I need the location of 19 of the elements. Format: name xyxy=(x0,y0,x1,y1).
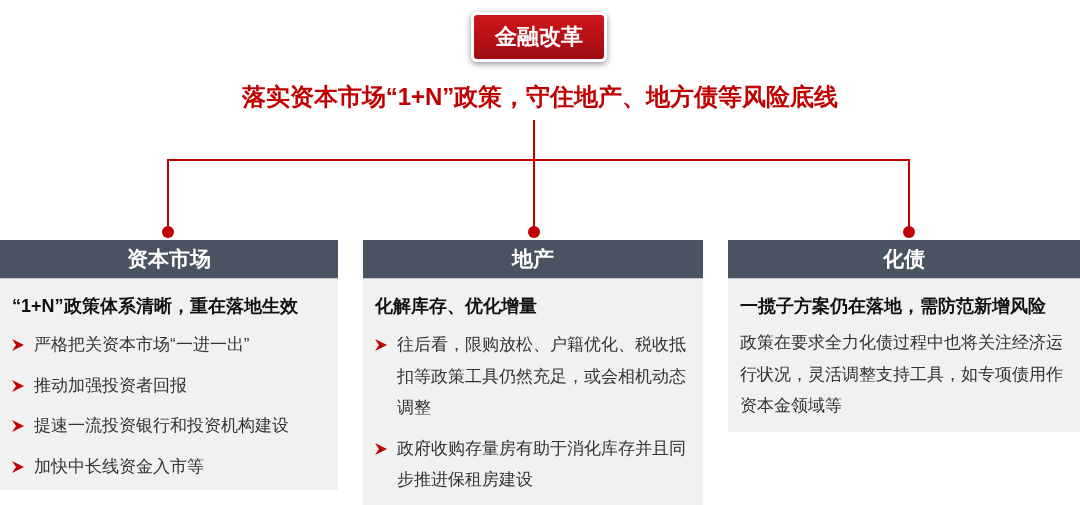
header-band: 地产 xyxy=(363,240,703,279)
header-band: 化债 xyxy=(728,240,1080,279)
category-card xyxy=(728,240,1080,432)
subtitle-text: 落实资本市场“1+N”政策，守住地产、地方债等风险底线 xyxy=(140,80,940,120)
connector-line xyxy=(533,119,915,238)
category-card xyxy=(0,240,338,490)
bullet-text: 政府收购存量房有助于消化库存并且同步推进保租房建设 xyxy=(397,432,693,496)
header-band: 资本市场 xyxy=(0,240,338,279)
bullet-text: 严格把关资本市场“一进一出” xyxy=(34,329,328,361)
bullet-text: 往后看，限购放松、户籍优化、税收抵扣等政策工具仍然充足，或会相机动态调整 xyxy=(397,329,693,424)
subheading: “1+N”政策体系清晰，重在落地生效 xyxy=(12,295,299,318)
title-badge: 金融改革 xyxy=(471,12,607,62)
bullet-text: 推动加强投资者回报 xyxy=(34,369,328,401)
subheading: 化解库存、优化增量 xyxy=(375,295,538,318)
subheading: 一揽子方案仍在落地，需防范新增风险 xyxy=(740,295,1047,318)
bullet-text: 加快中长线资金入市等 xyxy=(34,450,328,482)
category-card xyxy=(363,240,703,505)
bullet-text: 提速一流投资银行和投资机构建设 xyxy=(34,410,328,442)
body-text: 政策在要求全力化债过程中也将关注经济运行状况，灵活调整支持工具，如专项债用作资本金领域等 xyxy=(740,332,1064,417)
